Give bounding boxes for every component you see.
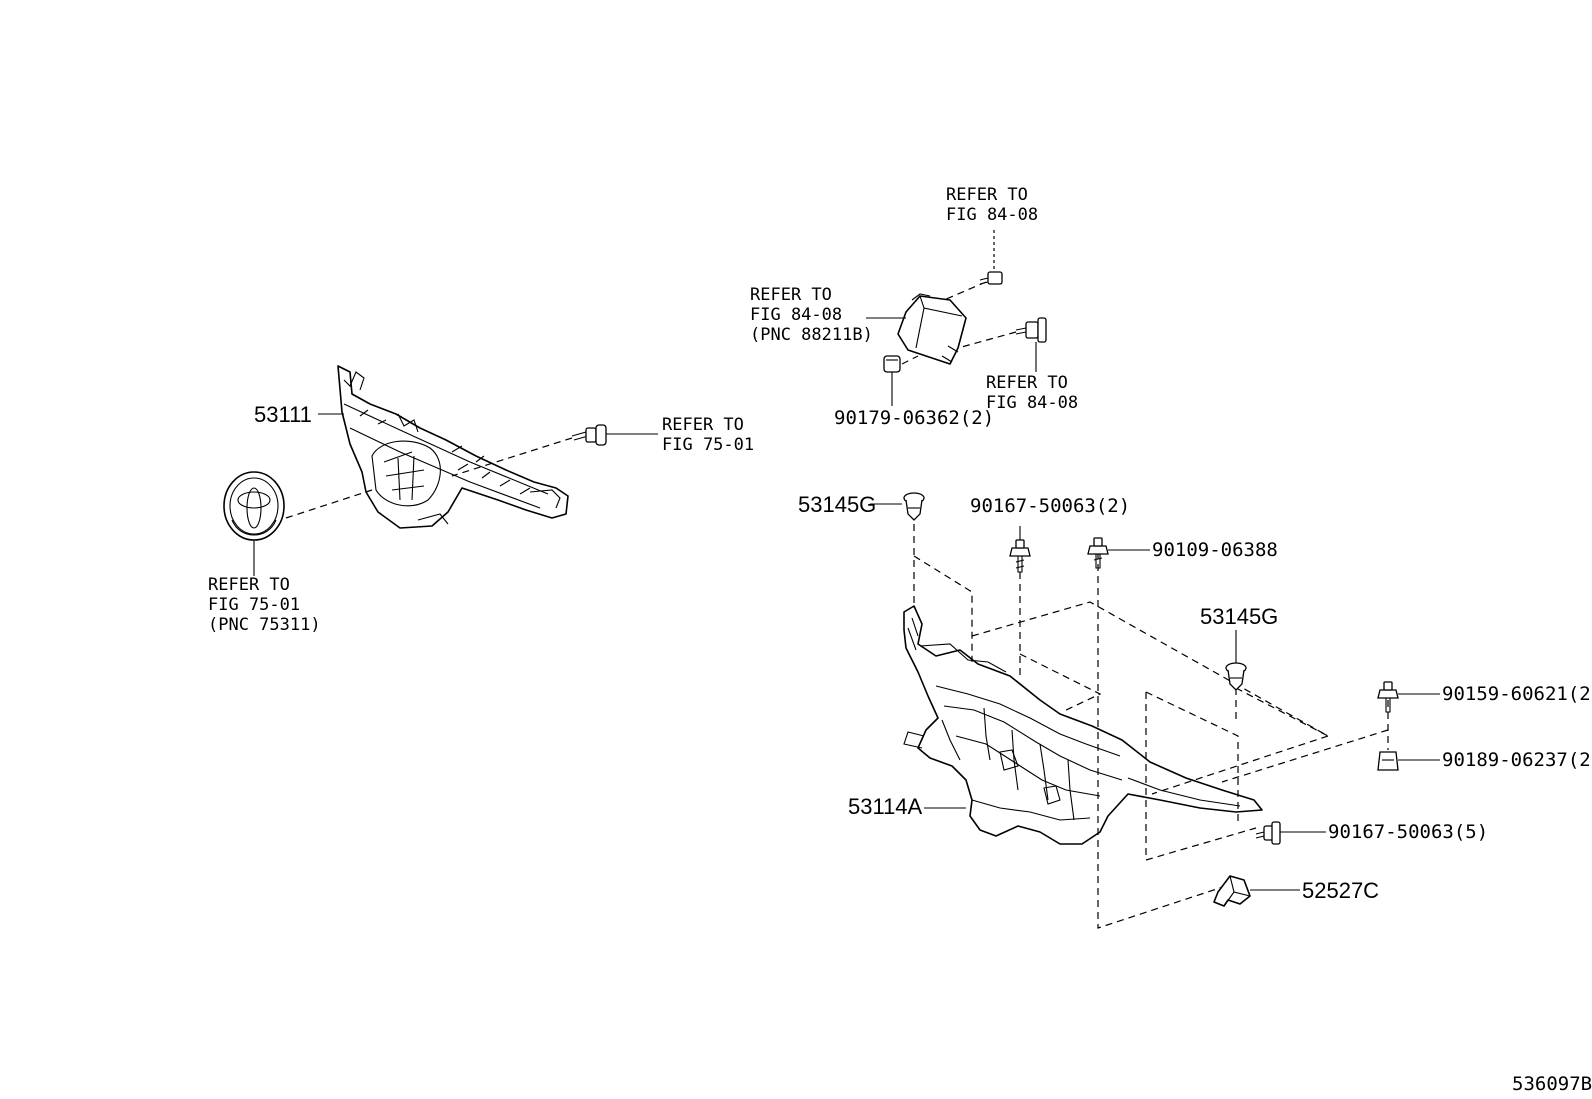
nut-part-number: 90179-06362(2) bbox=[834, 407, 994, 429]
nut-b-icon bbox=[1377, 751, 1399, 771]
bolt-b-part-number: 90109-06388 bbox=[1152, 539, 1278, 561]
clip-right-icon bbox=[1225, 662, 1247, 691]
grille-screw-refer: REFER TO FIG 75-01 bbox=[662, 415, 754, 455]
nut-b-part-number: 90189-06237(2) bbox=[1442, 749, 1592, 771]
clip-left-icon bbox=[903, 492, 925, 521]
sensor-nut-icon bbox=[883, 355, 901, 373]
sensor-bolt-top-icon bbox=[979, 271, 1003, 285]
grille-screw-icon bbox=[571, 424, 607, 446]
clip-left-part-number: 53145G bbox=[798, 492, 876, 517]
emblem-icon bbox=[223, 471, 285, 541]
bolt-b-icon bbox=[1087, 537, 1109, 569]
grille-part-number: 53111 bbox=[254, 402, 312, 427]
sensor-refer-top: REFER TO FIG 84-08 bbox=[946, 185, 1038, 225]
grille-support-bracket bbox=[903, 605, 1263, 845]
screw-d-icon bbox=[1255, 821, 1281, 845]
clip-right-part-number: 53145G bbox=[1200, 604, 1278, 629]
sensor-refer-right: REFER TO FIG 84-08 bbox=[986, 373, 1078, 413]
bolt-a-icon bbox=[1009, 539, 1031, 573]
emblem-refer: REFER TO FIG 75-01 (PNC 75311) bbox=[208, 575, 321, 635]
support-part-number: 53114A bbox=[848, 794, 923, 819]
bolt-a-part-number: 90167-50063(2) bbox=[970, 495, 1130, 517]
radar-sensor-icon bbox=[897, 293, 967, 365]
sensor-bolt-right-icon bbox=[1015, 317, 1047, 343]
bracket-icon bbox=[1213, 875, 1251, 907]
sensor-refer-left: REFER TO FIG 84-08 (PNC 88211B) bbox=[750, 285, 873, 345]
bracket-part-number: 52527C bbox=[1302, 878, 1379, 903]
screw-d-part-number: 90167-50063(5) bbox=[1328, 821, 1488, 843]
bolt-c-part-number: 90159-60621(2) bbox=[1442, 683, 1592, 705]
grille-assembly bbox=[337, 365, 569, 529]
figure-code: 536097B bbox=[1512, 1073, 1592, 1095]
bolt-c-icon bbox=[1377, 681, 1399, 713]
